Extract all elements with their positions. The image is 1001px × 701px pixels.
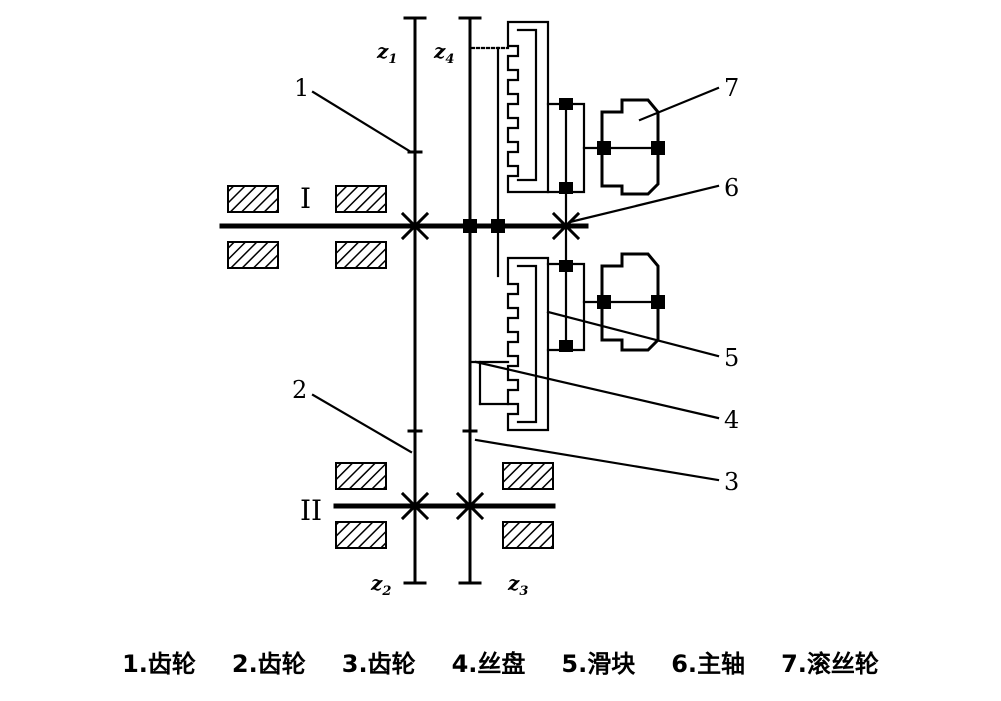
gear-symbol-z2: z2 — [370, 571, 391, 599]
legend-item-3: 3.齿轮 — [342, 644, 416, 679]
transmission-diagram: 1 2 3 4 5 6 7 I II z1 z4 z2 z3 — [219, 16, 739, 599]
callout-4: 4 — [724, 406, 739, 434]
legend-item-7: 7.滚丝轮 — [781, 644, 879, 679]
legend-text: 滚丝轮 — [806, 649, 879, 678]
bearing-lower-right — [502, 462, 554, 549]
legend-num: 6. — [671, 649, 698, 678]
legend-num: 1. — [122, 649, 148, 678]
callout-2: 2 — [292, 376, 307, 404]
gear-symbol-z3: z3 — [507, 571, 528, 599]
legend: 1.齿轮 2.齿轮 3.齿轮 4.丝盘 5.滑块 6.主轴 7.滚丝轮 — [0, 636, 1001, 686]
legend-num: 5. — [561, 649, 588, 678]
legend-num: 4. — [451, 649, 478, 678]
gear-3-4-line — [458, 16, 482, 585]
legend-item-1: 1.齿轮 — [122, 644, 196, 679]
legend-num: 2. — [231, 649, 258, 678]
legend-item-5: 5.滑块 — [561, 644, 635, 679]
legend-num: 3. — [341, 649, 368, 678]
legend-item-6: 6.主轴 — [671, 644, 745, 679]
thread-disc-upper — [470, 20, 550, 220]
bearing-lower-left — [335, 462, 387, 549]
callout-5: 5 — [724, 344, 739, 372]
bearing-upper-right — [335, 185, 387, 269]
legend-text: 主轴 — [697, 649, 746, 678]
shaft-label-I: I — [300, 182, 311, 215]
callout-1: 1 — [294, 74, 309, 102]
bearing-upper-left — [227, 185, 279, 269]
legend-text: 齿轮 — [147, 649, 196, 678]
legend-item-4: 4.丝盘 — [452, 644, 526, 679]
legend-num: 7. — [781, 649, 807, 678]
gear-mesh-crosses — [400, 211, 581, 521]
legend-text: 齿轮 — [367, 649, 416, 678]
slider-lower — [546, 224, 586, 352]
thread-disc-lower — [470, 232, 550, 432]
gear-symbol-z4: z4 — [433, 39, 454, 67]
thread-rolling-wheel-upper — [582, 98, 665, 196]
leader-lines — [311, 86, 720, 482]
callout-7: 7 — [724, 74, 739, 102]
gear-symbol-z1: z1 — [376, 39, 397, 67]
callout-3: 3 — [724, 468, 739, 496]
legend-text: 齿轮 — [257, 649, 306, 678]
gear-1-2-line — [403, 16, 427, 585]
legend-item-2: 2.齿轮 — [232, 644, 306, 679]
legend-text: 滑块 — [587, 649, 636, 678]
shaft-label-II: II — [300, 494, 322, 527]
callout-6: 6 — [724, 174, 739, 202]
legend-text: 丝盘 — [477, 649, 526, 678]
thread-rolling-wheel-lower — [582, 252, 665, 352]
slider-upper — [546, 98, 586, 228]
